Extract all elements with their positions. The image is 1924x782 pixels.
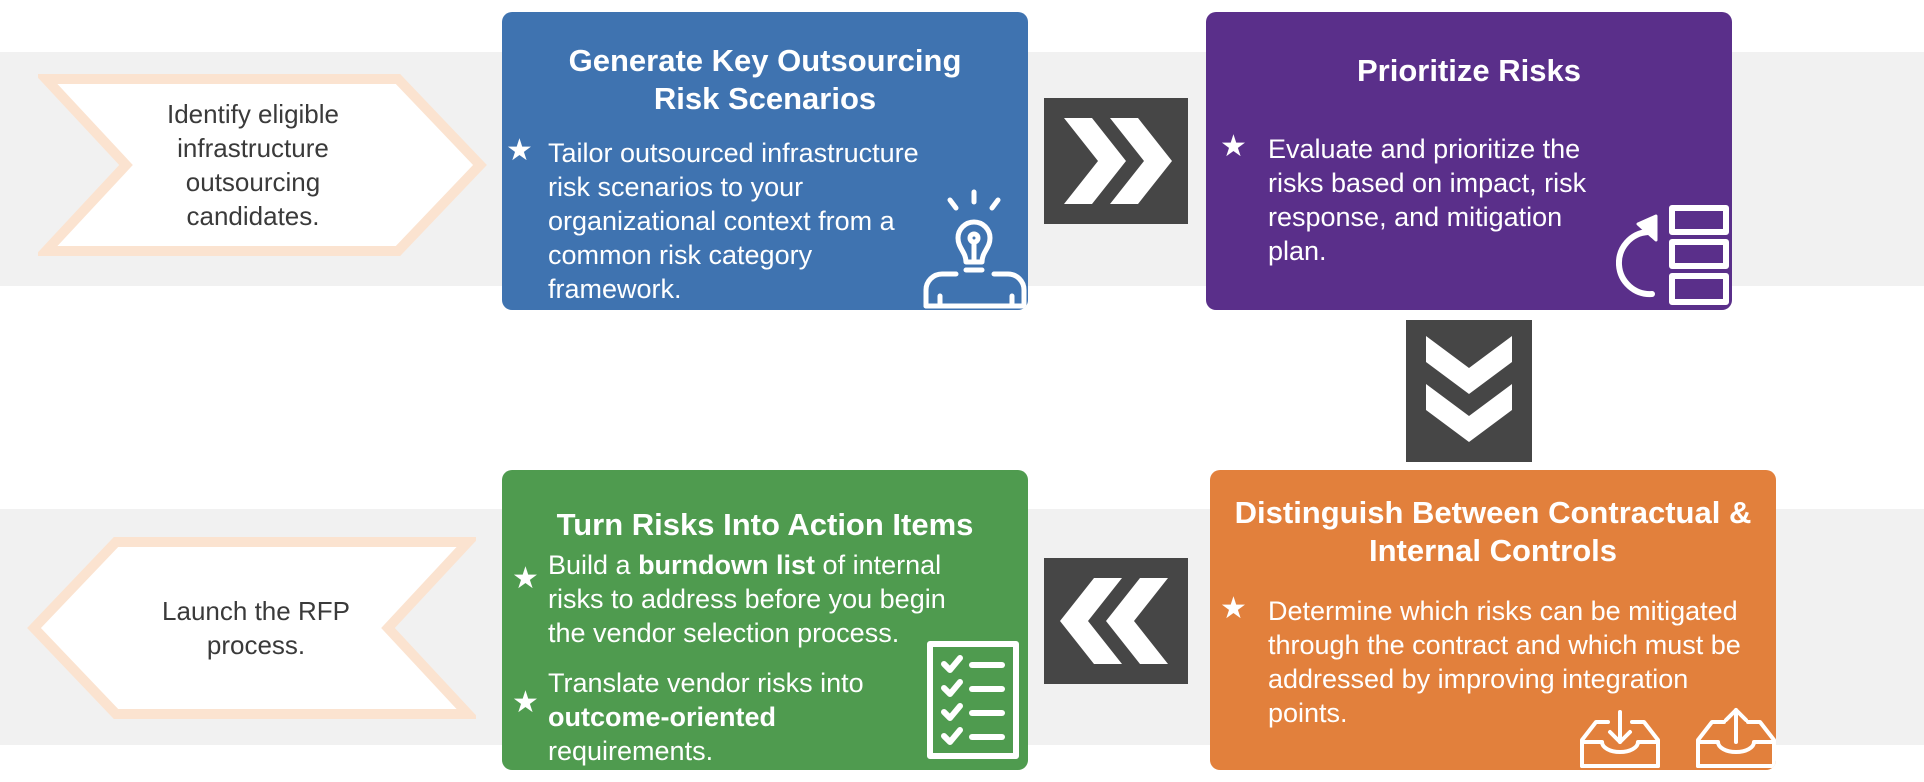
bullet-star-icon: ★ (512, 562, 539, 595)
double-chevron-down-icon (1426, 336, 1512, 394)
arrow-down-box (1406, 320, 1532, 462)
bullet-text: Tailor outsourced infrastructure risk sc… (548, 138, 919, 304)
bullet-star-icon: ★ (1220, 592, 1247, 625)
arrow-right-box (1044, 98, 1188, 224)
checklist-icon (926, 640, 1020, 760)
card-title-line2: Risk Scenarios (653, 81, 877, 116)
double-chevron-right-icon (1064, 118, 1126, 204)
bullet-text: Evaluate and prioritize the risks based … (1268, 134, 1587, 266)
bullet-text-1: Build a burndown list of internal risks … (548, 550, 946, 648)
inbox-download-upload-icon (1580, 706, 1776, 770)
bullet-star-icon: ★ (1220, 130, 1247, 163)
end-chevron: Launch the RFP process. (26, 536, 476, 720)
bullet-text: Determine which risks can be mitigated t… (1268, 596, 1741, 728)
bullet-text-2: Translate vendor risks into outcome-orie… (548, 668, 864, 766)
card-title-line1: Turn Risks Into Action Items (556, 507, 974, 542)
card-title-line1: Generate Key Outsourcing (568, 43, 962, 78)
step-card-action-items: Turn Risks Into Action Items ★ Build a b… (502, 470, 1028, 770)
bullet-star-icon: ★ (512, 686, 539, 719)
step-card-generate-scenarios: Generate Key Outsourcing Risk Scenarios … (502, 12, 1028, 310)
arrow-left-box (1044, 558, 1188, 684)
start-chevron: Identify eligible infrastructure outsour… (38, 73, 488, 257)
card-title-line1: Prioritize Risks (1357, 53, 1581, 88)
step-card-prioritize-risks: Prioritize Risks ★ Evaluate and prioriti… (1206, 12, 1732, 310)
bold-outcome-oriented: outcome-oriented (548, 702, 777, 732)
end-text: Launch the RFP process. (162, 596, 350, 660)
start-text: Identify eligible infrastructure outsour… (167, 99, 339, 231)
step-card-distinguish-controls: Distinguish Between Contractual & Intern… (1210, 470, 1776, 770)
lightbulb-person-icon (920, 188, 1028, 310)
bold-burndown-list: burndown list (638, 550, 816, 580)
card-title-line1: Distinguish Between Contractual & (1234, 495, 1752, 530)
card-title-line2: Internal Controls (1368, 533, 1617, 568)
prioritize-list-icon (1616, 202, 1732, 310)
bullet-star-icon: ★ (506, 134, 533, 167)
double-chevron-left-icon (1106, 578, 1168, 664)
